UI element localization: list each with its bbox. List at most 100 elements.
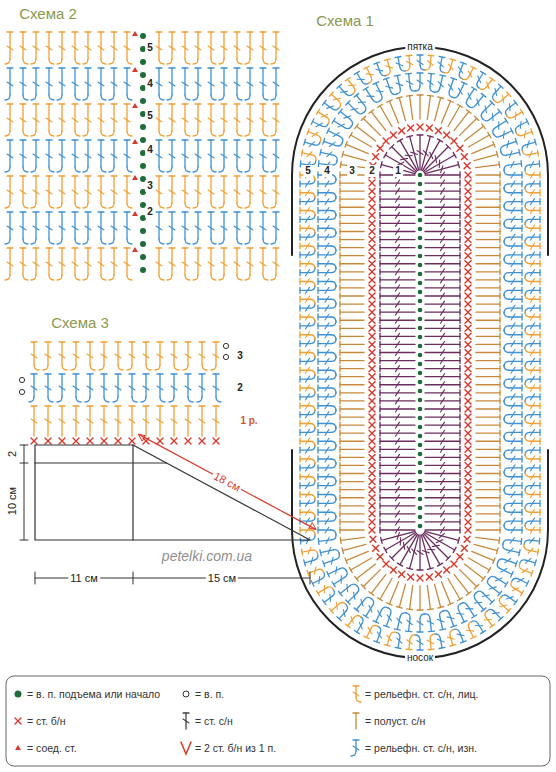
relief-hook xyxy=(331,392,336,397)
sc-stitch xyxy=(369,309,375,315)
dc-stitch xyxy=(425,228,460,234)
sc-stitch xyxy=(369,253,375,259)
dc-stitch xyxy=(425,261,460,267)
sc-stitch xyxy=(465,277,471,283)
relief-hook xyxy=(440,611,444,617)
dc-stitch xyxy=(425,204,460,210)
relief-hook xyxy=(504,507,509,512)
hdc-stitch xyxy=(476,333,500,339)
hdc-stitch xyxy=(476,382,500,388)
relief-stitch xyxy=(271,248,279,280)
stitch-top xyxy=(519,149,520,155)
scheme-1 xyxy=(292,47,548,658)
relief-hook xyxy=(494,134,501,137)
relief-stitch xyxy=(320,149,337,161)
relief-stitch xyxy=(57,140,65,172)
relief-hook xyxy=(127,59,132,64)
sc-stitch xyxy=(369,487,375,493)
relief-hook xyxy=(512,578,519,581)
relief-hook xyxy=(525,419,530,424)
relief-hook xyxy=(336,143,342,146)
dc-stitch xyxy=(380,454,415,460)
sc-stitch xyxy=(369,277,375,283)
relief-hook xyxy=(57,95,62,100)
relief-stitch xyxy=(525,199,540,207)
relief-hook xyxy=(499,597,501,604)
hdc-stitch xyxy=(476,350,500,356)
sc-stitch xyxy=(369,285,375,291)
stitch-top xyxy=(427,136,433,138)
relief-hook xyxy=(101,131,106,136)
stitch-post xyxy=(490,585,500,593)
relief-hook xyxy=(101,239,106,244)
relief-hook xyxy=(504,468,509,473)
sc-stitch xyxy=(465,188,471,194)
relief-hook xyxy=(31,275,36,280)
relief-stitch xyxy=(525,341,540,349)
relief-hook xyxy=(501,151,507,155)
stitch-post xyxy=(430,618,431,631)
relief-hook xyxy=(468,622,471,629)
relief-hook xyxy=(453,629,459,632)
relief-stitch xyxy=(503,544,520,556)
hdc-stitch xyxy=(476,471,500,477)
stitch-post xyxy=(472,144,494,153)
sc-stitch xyxy=(457,145,463,151)
dc-stitch xyxy=(425,438,460,444)
relief-stitch xyxy=(5,176,13,208)
hdc-stitch xyxy=(340,503,364,509)
hdc-stitch xyxy=(476,172,500,178)
dc-stitch xyxy=(425,358,460,364)
relief-hook xyxy=(331,193,336,198)
dc-stitch xyxy=(380,341,415,347)
relief-hook xyxy=(219,167,224,172)
relief-stitch xyxy=(504,500,522,508)
relief-stitch xyxy=(525,188,540,196)
relief-hook xyxy=(5,275,10,280)
hdc-stitch xyxy=(340,487,364,493)
relief-stitch xyxy=(219,68,227,100)
dc-stitch xyxy=(425,374,460,380)
sc-stitch xyxy=(465,527,471,533)
sc-stitch xyxy=(369,350,375,356)
relief-hook xyxy=(350,584,357,586)
relief-hook xyxy=(504,397,509,402)
relief-stitch xyxy=(193,32,201,64)
relief-hook xyxy=(193,95,198,100)
relief-hook xyxy=(331,459,336,464)
relief-hook xyxy=(245,59,250,64)
relief-hook xyxy=(400,613,406,617)
relief-hook xyxy=(211,131,216,136)
relief-hook xyxy=(167,239,172,244)
sc-stitch xyxy=(369,245,375,251)
relief-stitch xyxy=(318,197,336,205)
slip-stitch xyxy=(132,67,138,72)
relief-hook xyxy=(57,275,62,280)
sc-stitch xyxy=(369,527,375,533)
relief-stitch xyxy=(394,75,402,94)
relief-hook xyxy=(83,59,88,64)
relief-stitch xyxy=(525,429,540,437)
dc-stitch xyxy=(425,309,460,315)
stitch-slash xyxy=(503,131,504,138)
dc-stitch xyxy=(425,196,460,202)
relief-stitch xyxy=(524,544,539,555)
relief-stitch xyxy=(504,206,522,214)
hdc-stitch xyxy=(417,95,423,119)
relief-hook xyxy=(185,239,190,244)
relief-stitch xyxy=(504,465,522,473)
relief-stitch xyxy=(208,68,216,100)
stitch-post xyxy=(397,76,400,89)
relief-hook xyxy=(525,468,530,473)
relief-hook xyxy=(237,59,242,64)
hdc-stitch xyxy=(340,471,364,477)
relief-stitch xyxy=(318,314,336,322)
relief-stitch xyxy=(525,490,540,498)
hdc-stitch xyxy=(340,261,364,267)
hdc-stitch xyxy=(476,285,500,291)
relief-stitch xyxy=(428,73,435,92)
relief-stitch xyxy=(525,472,540,480)
chain-dot xyxy=(140,241,146,247)
sc-stitch xyxy=(369,495,375,501)
relief-stitch xyxy=(20,104,28,136)
